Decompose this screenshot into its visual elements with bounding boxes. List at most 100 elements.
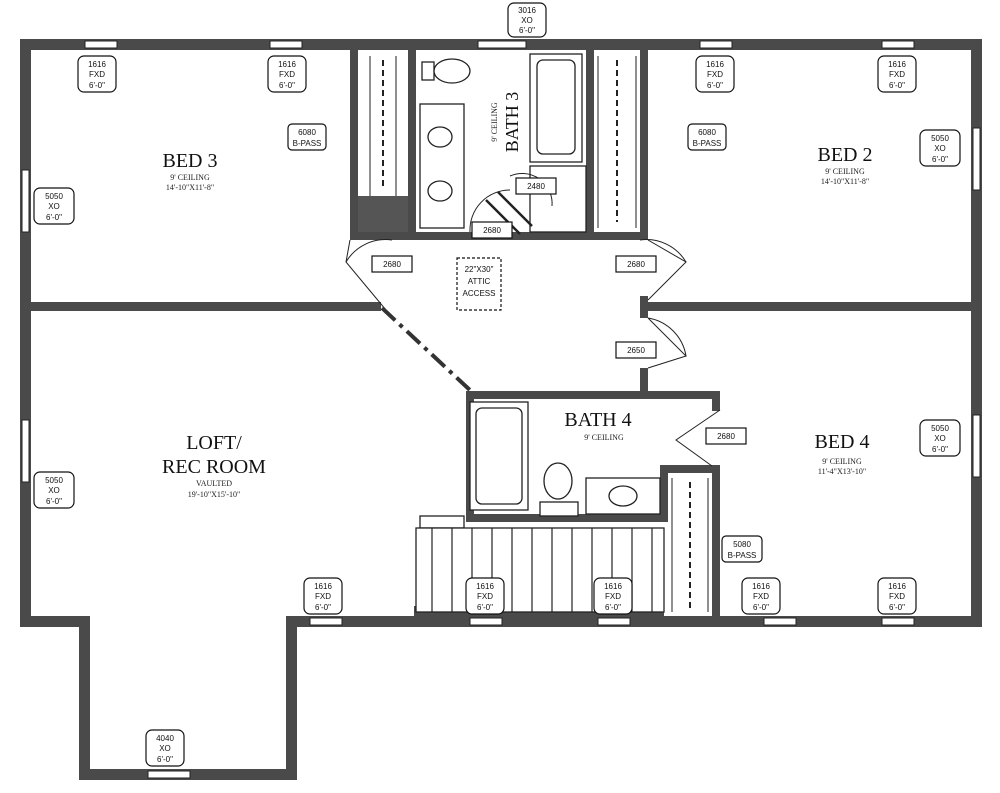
svg-text:6080: 6080	[698, 128, 716, 137]
room-ceiling: 9' CEILING	[825, 167, 865, 176]
room-name: BATH 4	[564, 409, 631, 431]
svg-text:FXD: FXD	[315, 592, 331, 601]
svg-text:3016: 3016	[518, 6, 536, 15]
svg-text:6'-0": 6'-0"	[889, 603, 905, 612]
room-dims: 11'-4"X13'-10"	[818, 467, 866, 476]
closet-door-tag-6080: 6080 B-PASS	[287, 123, 327, 151]
room-label-bed2: BED 2 9' CEILING 14'-10"X11'-8"	[818, 144, 873, 186]
door-tag-2680: 2680	[471, 221, 513, 239]
closet-door-tag-6080: 6080 B-PASS	[687, 123, 727, 151]
room-ceiling: VAULTED	[196, 479, 232, 488]
room-label-bath4: BATH 4 9' CEILING	[564, 409, 631, 442]
svg-text:XO: XO	[934, 144, 946, 153]
room-name-line2: REC ROOM	[162, 456, 266, 478]
svg-text:1616: 1616	[888, 60, 906, 69]
svg-text:FXD: FXD	[279, 70, 295, 79]
window-tag-4040: 4040 XO 6'-0"	[145, 729, 185, 767]
svg-text:6'-0": 6'-0"	[89, 81, 105, 90]
svg-text:6'-0": 6'-0"	[519, 26, 535, 35]
window-tag-1616: 1616 FXD 6'-0"	[741, 577, 781, 615]
svg-text:1616: 1616	[88, 60, 106, 69]
attic-access: 22"X30" ATTIC ACCESS	[456, 257, 502, 311]
svg-text:1616: 1616	[278, 60, 296, 69]
room-name: BED 4	[815, 431, 870, 453]
svg-text:FXD: FXD	[707, 70, 723, 79]
svg-text:6'-0": 6'-0"	[157, 755, 173, 764]
window-tag-3016: 3016 XO 6'-0"	[507, 2, 547, 38]
svg-text:B-PASS: B-PASS	[693, 139, 722, 148]
room-ceiling: 9' CEILING	[584, 433, 624, 442]
svg-text:1616: 1616	[706, 60, 724, 69]
svg-text:FXD: FXD	[889, 592, 905, 601]
door-tag-2480: 2480	[515, 177, 557, 195]
closet-bed3	[369, 56, 397, 196]
svg-text:2650: 2650	[627, 346, 645, 355]
room-name: BATH 3	[502, 92, 522, 153]
door-tag-2650: 2650	[615, 341, 657, 359]
room-name-line1: LOFT/	[186, 432, 242, 454]
window-openings	[21, 40, 981, 779]
room-label-bath3: BATH 3 9' CEILING	[490, 92, 522, 153]
room-dims: 14'-10"X11'-8"	[821, 177, 869, 186]
svg-text:2480: 2480	[527, 182, 545, 191]
svg-text:FXD: FXD	[753, 592, 769, 601]
svg-text:2680: 2680	[627, 260, 645, 269]
svg-text:FXD: FXD	[889, 70, 905, 79]
svg-text:B-PASS: B-PASS	[293, 139, 322, 148]
room-dims: 14'-10"X11'-8"	[166, 183, 214, 192]
svg-text:5050: 5050	[45, 476, 63, 485]
door-tag-2680: 2680	[371, 255, 413, 273]
svg-text:2680: 2680	[483, 226, 501, 235]
svg-text:6'-0": 6'-0"	[315, 603, 331, 612]
closet-corner-fill	[358, 196, 408, 232]
svg-text:2680: 2680	[383, 260, 401, 269]
svg-text:1616: 1616	[604, 582, 622, 591]
svg-text:6'-0": 6'-0"	[932, 445, 948, 454]
hall-doors	[345, 239, 687, 369]
svg-text:5080: 5080	[733, 540, 751, 549]
bath3-fixtures	[419, 53, 587, 235]
svg-text:5050: 5050	[931, 134, 949, 143]
svg-text:FXD: FXD	[477, 592, 493, 601]
svg-text:XO: XO	[159, 744, 171, 753]
svg-text:XO: XO	[934, 434, 946, 443]
svg-text:5050: 5050	[931, 424, 949, 433]
svg-text:1616: 1616	[476, 582, 494, 591]
closet-bed4	[671, 478, 709, 612]
room-label-loft: LOFT/ REC ROOM VAULTED 19'-10"X15'-10"	[162, 432, 266, 499]
room-name: BED 3	[163, 150, 218, 172]
room-dims: 19'-10"X15'-10"	[188, 490, 241, 499]
window-tag-5050: 5050 XO 6'-0"	[919, 419, 961, 457]
window-tag-5050: 5050 XO 6'-0"	[33, 471, 75, 509]
bath4-fixtures	[469, 401, 721, 517]
window-tag-1616: 1616 FXD 6'-0"	[877, 55, 917, 93]
svg-text:XO: XO	[48, 486, 60, 495]
window-tag-1616: 1616 FXD 6'-0"	[303, 577, 343, 615]
room-label-bed3: BED 3 9' CEILING 14'-10"X11'-8"	[163, 150, 218, 192]
svg-text:6'-0": 6'-0"	[46, 497, 62, 506]
svg-text:22"X30": 22"X30"	[465, 265, 494, 274]
window-tag-1616: 1616 FXD 6'-0"	[593, 577, 633, 615]
window-tag-1616: 1616 FXD 6'-0"	[267, 55, 307, 93]
svg-text:6'-0": 6'-0"	[605, 603, 621, 612]
svg-text:ACCESS: ACCESS	[463, 289, 496, 298]
door-tag-2680: 2680	[705, 427, 747, 445]
svg-text:XO: XO	[48, 202, 60, 211]
svg-text:6'-0": 6'-0"	[932, 155, 948, 164]
room-name: BED 2	[818, 144, 873, 166]
window-tag-1616: 1616 FXD 6'-0"	[77, 55, 117, 93]
room-ceiling: 9' CEILING	[490, 102, 499, 142]
door-tag-2680: 2680	[615, 255, 657, 273]
window-tag-5050: 5050 XO 6'-0"	[33, 187, 75, 225]
room-ceiling: 9' CEILING	[822, 457, 862, 466]
svg-text:1616: 1616	[752, 582, 770, 591]
svg-text:4040: 4040	[156, 734, 174, 743]
svg-text:2680: 2680	[717, 432, 735, 441]
window-tag-1616: 1616 FXD 6'-0"	[465, 577, 505, 615]
svg-text:FXD: FXD	[89, 70, 105, 79]
room-ceiling: 9' CEILING	[170, 173, 210, 182]
closet-door-tag-5080: 5080 B-PASS	[721, 535, 763, 563]
svg-text:6'-0": 6'-0"	[753, 603, 769, 612]
window-tag-1616: 1616 FXD 6'-0"	[877, 577, 917, 615]
